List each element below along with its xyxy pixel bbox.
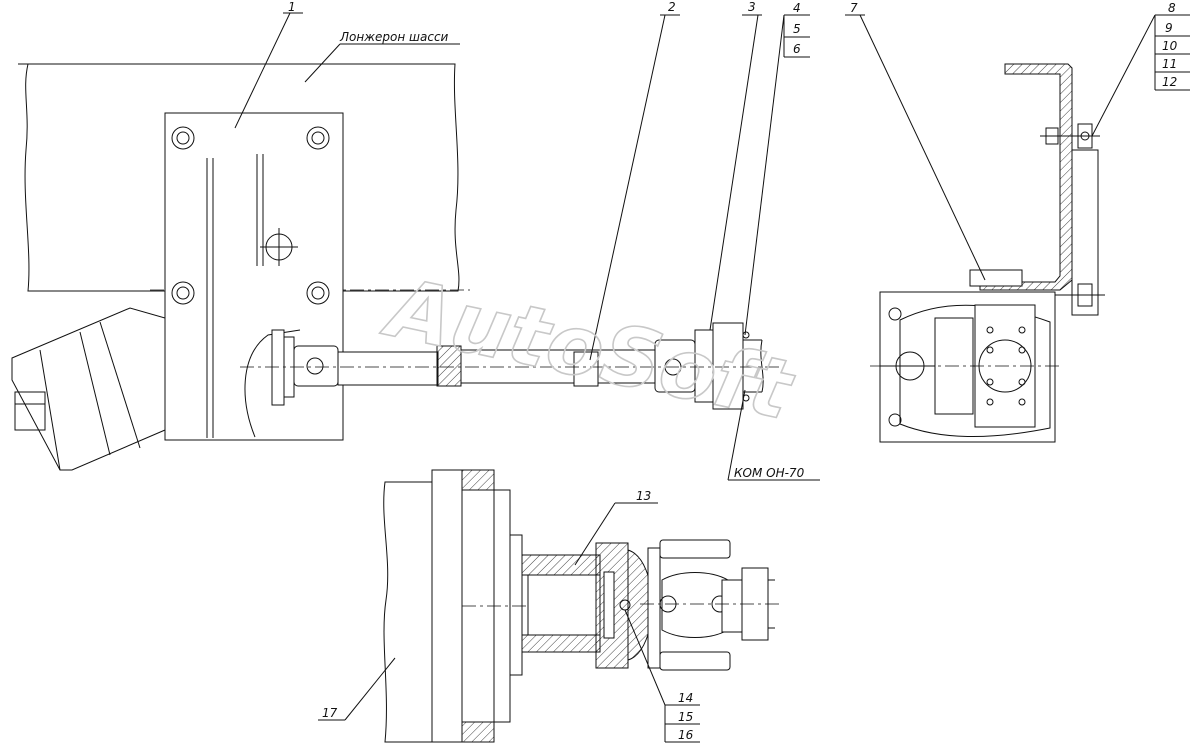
callout-17: 17	[322, 706, 338, 720]
mounting-bracket	[164, 112, 344, 441]
callout-16: 16	[678, 728, 694, 742]
gearbox-housing	[11, 307, 166, 471]
pto-label: КОМ ОН-70	[734, 466, 805, 480]
callout-11: 11	[1162, 57, 1177, 71]
callout-12: 12	[1162, 75, 1177, 89]
detail-yoke	[640, 539, 780, 671]
detail-housing	[383, 469, 530, 743]
callout-5: 5	[793, 22, 801, 36]
callout-15: 15	[678, 710, 693, 724]
callout-14: 14	[678, 691, 693, 705]
cardan-shaft	[240, 322, 780, 438]
labels: Лонжерон шасси КОМ ОН-70	[339, 30, 805, 480]
callout-1: 1	[288, 0, 296, 14]
detail-flange	[521, 542, 653, 669]
watermark: AutoSoft	[375, 260, 802, 440]
callout-6: 6	[793, 42, 801, 56]
callout-13: 13	[636, 489, 651, 503]
callout-7: 7	[850, 1, 858, 15]
pto-bracket	[969, 63, 1105, 316]
callout-8: 8	[1168, 1, 1176, 15]
pto-unit	[870, 291, 1060, 443]
bolt-heads	[171, 126, 330, 305]
callout-10: 10	[1162, 39, 1178, 53]
callout-9: 9	[1165, 21, 1173, 35]
callout-2: 2	[668, 0, 676, 14]
callout-3: 3	[748, 0, 756, 14]
chassis-rail-label: Лонжерон шасси	[339, 30, 449, 44]
callouts: 1 2 3 4 5 6 7 8 9 10 11 12 13 14 15 16 1…	[288, 0, 1178, 742]
leader-lines	[234, 12, 1190, 743]
callout-4: 4	[793, 1, 801, 15]
